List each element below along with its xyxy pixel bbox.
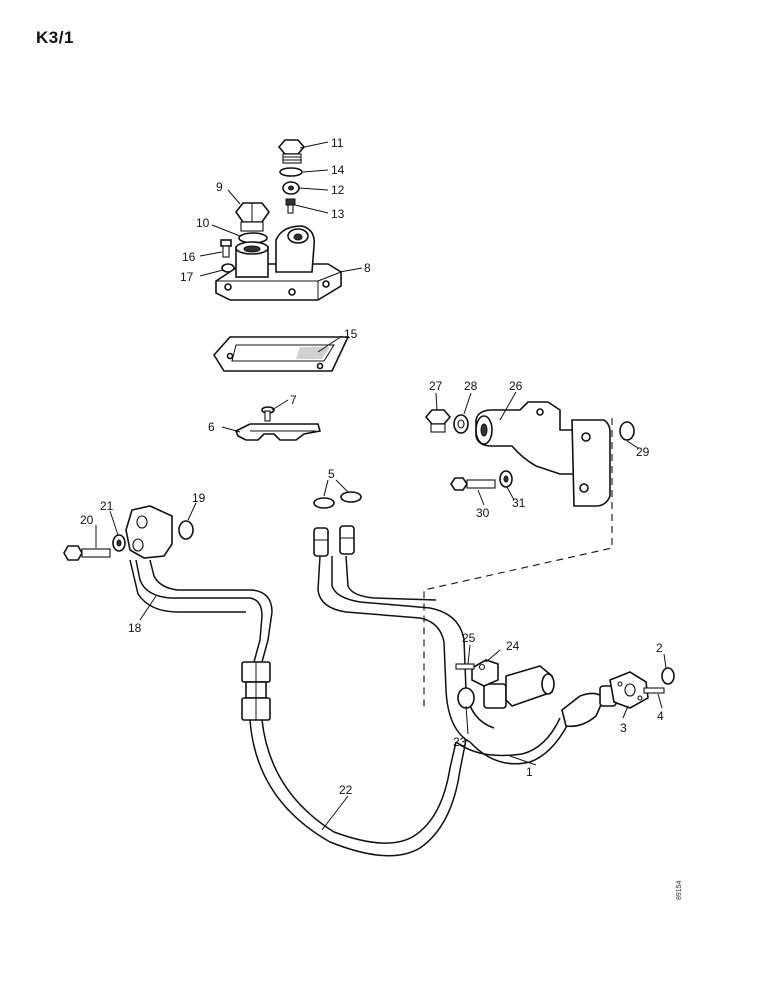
part-13-screw bbox=[285, 198, 296, 214]
part-19-oring bbox=[178, 520, 194, 540]
callout-3: 3 bbox=[620, 721, 627, 735]
part-17-washer bbox=[221, 263, 235, 273]
part-28-washer bbox=[453, 414, 469, 434]
callout-4: 4 bbox=[657, 709, 664, 723]
callout-5: 5 bbox=[328, 467, 335, 481]
callout-18: 18 bbox=[128, 621, 142, 635]
callout-6: 6 bbox=[208, 420, 215, 434]
part-11-plug bbox=[277, 139, 306, 164]
callout-13: 13 bbox=[331, 207, 345, 221]
callout-20: 20 bbox=[80, 513, 94, 527]
part-15-gasket bbox=[213, 336, 350, 372]
callout-16: 16 bbox=[182, 250, 196, 264]
callout-29: 29 bbox=[636, 445, 650, 459]
part-30-bolt bbox=[450, 477, 496, 491]
callout-11: 11 bbox=[331, 136, 344, 150]
callout-25: 25 bbox=[462, 631, 476, 645]
part-18-flange bbox=[125, 505, 173, 559]
callout-15: 15 bbox=[344, 327, 358, 341]
callout-23: 23 bbox=[453, 735, 467, 749]
callout-22: 22 bbox=[339, 783, 353, 797]
callout-1: 1 bbox=[526, 765, 533, 779]
part-8-housing bbox=[215, 225, 342, 301]
part-16-screw bbox=[220, 239, 232, 258]
callout-12: 12 bbox=[331, 183, 345, 197]
part-27-nut bbox=[424, 409, 452, 433]
part-9-plug bbox=[235, 202, 270, 232]
callout-8: 8 bbox=[364, 261, 371, 275]
part-29-oring bbox=[619, 421, 635, 441]
leader-lines bbox=[95, 141, 667, 831]
part-6-plate bbox=[234, 423, 322, 441]
callout-26: 26 bbox=[509, 379, 523, 393]
callout-21: 21 bbox=[100, 499, 114, 513]
part-26-elbow bbox=[475, 401, 611, 507]
part-31-washer bbox=[499, 470, 513, 488]
callout-28: 28 bbox=[464, 379, 478, 393]
callout-31: 31 bbox=[512, 496, 526, 510]
callout-19: 19 bbox=[192, 491, 206, 505]
pipe-assembly bbox=[129, 525, 675, 857]
callout-7: 7 bbox=[290, 393, 297, 407]
part-20-bolt bbox=[63, 545, 111, 561]
part-14-washer bbox=[279, 167, 303, 177]
callout-9: 9 bbox=[216, 180, 223, 194]
callout-24: 24 bbox=[506, 639, 520, 653]
callout-labels: 11 14 12 13 9 10 16 17 8 15 7 6 27 28 26… bbox=[80, 136, 664, 797]
callout-17: 17 bbox=[180, 270, 194, 284]
part-5-orings bbox=[313, 491, 362, 509]
part-7-screw bbox=[261, 406, 275, 422]
callout-10: 10 bbox=[196, 216, 210, 230]
callout-27: 27 bbox=[429, 379, 443, 393]
phantom-outline bbox=[423, 418, 613, 708]
callout-14: 14 bbox=[331, 163, 345, 177]
callout-2: 2 bbox=[656, 641, 663, 655]
callout-30: 30 bbox=[476, 506, 490, 520]
page-reference: K3/1 bbox=[36, 28, 74, 47]
part-21-washer bbox=[112, 534, 126, 552]
part-12-nut bbox=[282, 181, 300, 195]
